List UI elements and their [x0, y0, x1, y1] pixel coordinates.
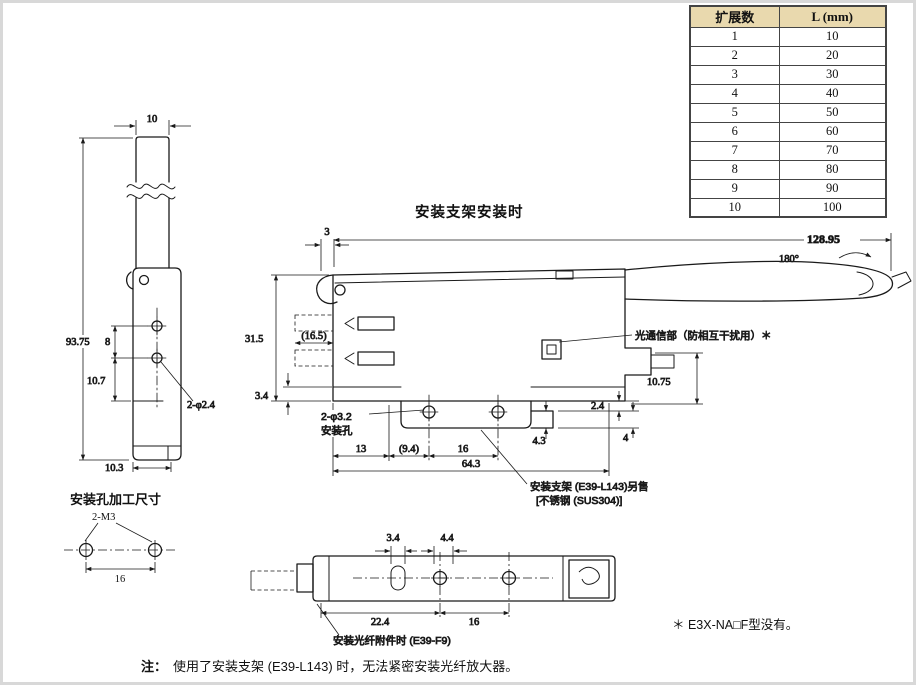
cell-extension: 2: [689, 45, 780, 66]
dim-hole-slot: 4.4: [440, 533, 454, 544]
dim-16-5: (16.5): [301, 331, 327, 342]
col-header-extension-count: 扩展数: [689, 5, 780, 28]
amplifier-bottom-view: [250, 552, 616, 618]
label-optical-comm: 光通信部（防相互干扰用）＊: [635, 329, 772, 342]
dim-2-4: 2.4: [591, 401, 605, 412]
label-bracket-1: 安装支架 (E39-L143)另售: [530, 480, 648, 493]
note-text: 使用了安装支架 (E39-L143) 时，无法紧密安装光纤放大器。: [173, 659, 519, 674]
cell-length: 70: [778, 140, 887, 161]
dim-13: 13: [356, 444, 367, 455]
amplifier-body-side: [126, 267, 182, 461]
cell-length: 90: [778, 178, 887, 199]
hole-section-title: 安装孔加工尺寸: [70, 492, 162, 507]
dim-slot-width: 3.4: [386, 533, 400, 544]
dim-hole-pitch: 8: [105, 337, 110, 348]
main-drawing-title: 安装支架安装时: [415, 205, 524, 221]
dim-lower-offset: 10.7: [87, 376, 105, 387]
bracket-mounted-drawing: 3 128.95 180° 31.5 (16.5) 3.4 10.75 2.4: [245, 227, 912, 507]
cell-length: 60: [778, 121, 887, 142]
fiber-cable-vertical: [126, 136, 176, 269]
cell-extension: 3: [689, 64, 780, 85]
fiber-cable-bent: [624, 260, 912, 302]
amplifier-body-main: [316, 268, 675, 402]
note-label: 注：: [141, 659, 168, 674]
dim-4: 4: [623, 433, 629, 444]
mounting-bracket: [400, 394, 554, 462]
optical-comm-window: [541, 339, 562, 360]
dim-10-75: 10.75: [647, 377, 671, 388]
dim-3: 3: [324, 227, 329, 238]
dim-22-4: 22.4: [371, 617, 390, 628]
side-view-dimensions: 10 93.75 8 10.7 2-φ2.4 10.3: [64, 114, 216, 474]
table-header-row: 扩展数 L (mm): [689, 5, 887, 28]
bottom-view-dimensions: 3.4 4.4 22.4 16 安装光纤附件时 (E39-F9): [316, 533, 510, 647]
cell-extension: 6: [689, 121, 780, 142]
label-2-m3: 2-M3: [92, 512, 115, 523]
dim-bottom-width: 10.3: [105, 463, 123, 474]
main-dimensions: 3 128.95 180° 31.5 (16.5) 3.4 10.75 2.4: [245, 227, 892, 507]
dim-3-4: 3.4: [255, 391, 269, 402]
bottom-note: 注： 使用了安装支架 (E39-L143) 时，无法紧密安装光纤放大器。: [141, 656, 518, 675]
cell-length: 100: [778, 197, 887, 218]
label-bracket-2: [不锈钢 (SUS304)]: [536, 494, 622, 507]
dim-overall-height: 93.75: [66, 337, 90, 348]
cell-length: 20: [778, 45, 887, 66]
cell-length: 80: [778, 159, 887, 180]
dim-body-height: 31.5: [245, 334, 263, 345]
dim-64-3: 64.3: [462, 459, 480, 470]
label-mounting-holes-2: 安装孔: [321, 424, 353, 437]
label-side-holes: 2-φ2.4: [187, 400, 216, 411]
cell-length: 50: [778, 102, 887, 123]
dim-16-bottom: 16: [469, 617, 480, 628]
dim-9-4: (9.4): [399, 444, 420, 455]
cell-extension: 7: [689, 140, 780, 161]
cell-extension: 10: [689, 197, 780, 218]
col-header-length: L (mm): [778, 5, 887, 28]
cell-length: 10: [778, 26, 887, 47]
dim-cable-width: 10: [147, 114, 158, 125]
dim-hole-spacing: 16: [115, 574, 126, 585]
cell-length: 40: [778, 83, 887, 104]
mounting-hole-view: 2-M3 16: [64, 512, 177, 585]
mounting-hole-drawing: 2-M3 16: [64, 512, 177, 585]
footnote: ＊ E3X-NA□F型没有。: [672, 618, 799, 632]
dim-overall-length: 128.95: [807, 232, 840, 246]
dim-bend-angle: 180°: [779, 254, 799, 265]
dim-4-3: 4.3: [532, 436, 545, 447]
label-fiber-attachment: 安装光纤附件时 (E39-F9): [333, 634, 451, 647]
dim-16: 16: [458, 444, 469, 455]
cell-extension: 5: [689, 102, 780, 123]
label-mounting-holes-1: 2-φ3.2: [321, 411, 352, 423]
cell-extension: 4: [689, 83, 780, 104]
fiber-attachment-drawing: 3.4 4.4 22.4 16 安装光纤附件时 (E39-F9): [250, 533, 616, 647]
cell-extension: 8: [689, 159, 780, 180]
cell-length: 30: [778, 64, 887, 85]
cell-extension: 9: [689, 178, 780, 199]
side-view-drawing: 10 93.75 8 10.7 2-φ2.4 10.3: [64, 114, 216, 474]
cell-extension: 1: [689, 26, 780, 47]
